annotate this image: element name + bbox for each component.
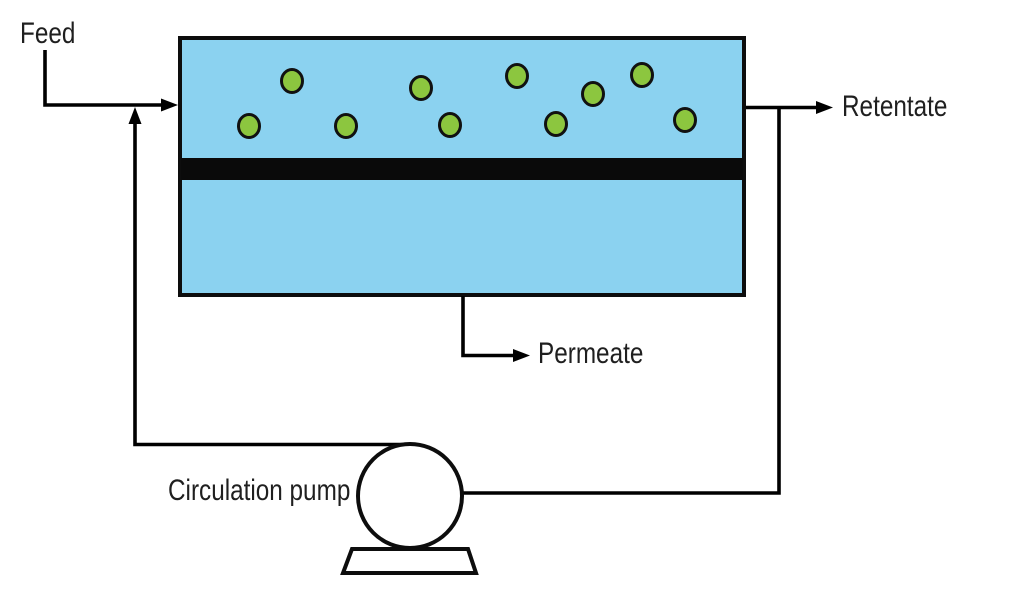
pump-base bbox=[340, 547, 479, 575]
recirculation-up-arrowhead bbox=[128, 107, 142, 124]
recirculation-right-line bbox=[445, 107, 781, 495]
particle bbox=[505, 63, 529, 89]
retentate-arrowhead bbox=[816, 101, 833, 114]
feed-line bbox=[43, 50, 162, 107]
circulation-pump-label: Circulation pump bbox=[168, 474, 351, 507]
particle bbox=[438, 112, 462, 138]
particle bbox=[409, 75, 433, 101]
particle bbox=[673, 107, 697, 133]
pump-body bbox=[356, 442, 464, 550]
particle bbox=[581, 81, 605, 107]
permeate-label: Permeate bbox=[538, 337, 644, 370]
particles bbox=[237, 62, 697, 139]
particle bbox=[334, 113, 358, 139]
retentate-label: Retentate bbox=[842, 90, 948, 123]
permeate-arrowhead bbox=[513, 349, 530, 362]
recirculation-left-line bbox=[133, 122, 408, 447]
particle bbox=[237, 113, 261, 139]
particle bbox=[544, 111, 568, 137]
feed-arrowhead bbox=[161, 98, 178, 112]
membrane-layer bbox=[181, 158, 743, 180]
permeate-line bbox=[461, 296, 514, 358]
particle bbox=[630, 62, 654, 88]
particle bbox=[280, 68, 304, 94]
feed-label: Feed bbox=[20, 17, 76, 50]
